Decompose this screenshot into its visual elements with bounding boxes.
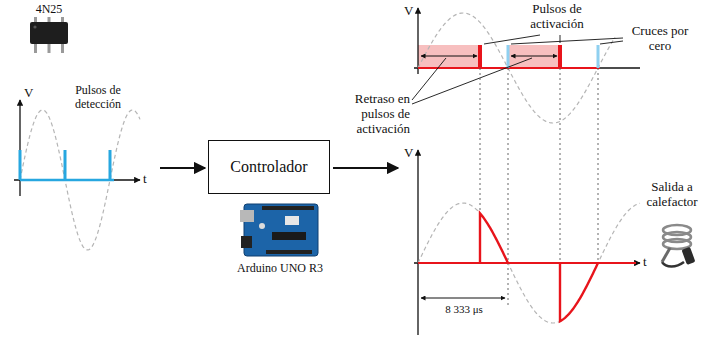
leader-line <box>511 38 623 44</box>
chip-pin <box>34 17 37 22</box>
callout-label: Cruces por cero <box>626 24 694 54</box>
axis <box>417 150 418 335</box>
part-name: 4N25 <box>29 3 69 17</box>
zero-cross-mark <box>597 45 600 68</box>
usb-port <box>240 210 254 222</box>
detection-pulse <box>64 150 67 180</box>
flow-arrow <box>160 167 205 169</box>
axis <box>19 100 20 196</box>
box-label: Controlador <box>230 158 307 176</box>
chip-pin <box>34 44 37 53</box>
heater-icon <box>662 225 695 267</box>
axis-label: t <box>143 172 153 187</box>
component <box>259 223 265 229</box>
sine-wave <box>418 203 640 323</box>
delay-shade <box>418 45 480 68</box>
chip-pin <box>48 44 51 53</box>
axis <box>414 67 640 68</box>
heater-cord <box>662 262 684 267</box>
axis <box>417 8 418 74</box>
chip-icon <box>30 17 68 53</box>
arduino-icon <box>240 204 318 256</box>
leader-line <box>412 58 446 100</box>
output-label: Salida a calefactor <box>640 180 704 210</box>
output-wave <box>560 263 598 321</box>
chip-pin <box>48 17 51 22</box>
delay-arrow <box>421 56 477 57</box>
part-name: Arduino UNO R3 <box>222 262 338 276</box>
axis-label: V <box>24 86 36 101</box>
flow-arrow <box>333 167 398 169</box>
heater-coil <box>663 239 691 249</box>
signal-label: Pulsos de activación <box>512 2 602 32</box>
chip-pin <box>61 44 64 53</box>
heater-handle <box>682 247 696 265</box>
chip-pin <box>61 17 64 22</box>
delay-arrow <box>511 56 557 57</box>
signal-label: Pulsos de detección <box>66 84 130 112</box>
chip-dot <box>33 25 36 28</box>
leader-line <box>600 41 623 44</box>
chip-body <box>30 22 68 44</box>
output-wave <box>480 213 508 263</box>
heater-rod <box>662 248 670 262</box>
header <box>266 250 312 254</box>
output-baseline <box>418 262 636 264</box>
header <box>262 206 314 210</box>
power-jack <box>241 236 252 248</box>
dimension-line <box>421 298 505 299</box>
axis <box>14 179 140 180</box>
sine-wave <box>20 110 140 250</box>
axis <box>414 262 640 263</box>
detection-pulse <box>109 150 112 180</box>
zero-cross-mark <box>507 45 510 68</box>
pulse-baseline <box>20 179 114 182</box>
process-box: Controlador <box>208 140 330 194</box>
leader-line <box>412 58 532 104</box>
guide-line <box>508 68 509 305</box>
trigger-pulse <box>478 45 482 68</box>
guide-line <box>598 68 599 263</box>
component <box>285 216 299 225</box>
axis-label: V <box>404 4 416 19</box>
trigger-pulse <box>558 45 562 68</box>
axis-label: V <box>404 146 416 161</box>
callout-label: Retraso en pulsos de activación <box>334 92 410 137</box>
board <box>244 204 318 256</box>
mcu-chip <box>272 232 306 240</box>
dimension-label: 8 333 μs <box>424 303 504 316</box>
detection-pulse <box>19 150 22 180</box>
sine-wave <box>418 13 615 123</box>
guide-line <box>560 68 561 263</box>
axis-label: t <box>643 255 653 270</box>
